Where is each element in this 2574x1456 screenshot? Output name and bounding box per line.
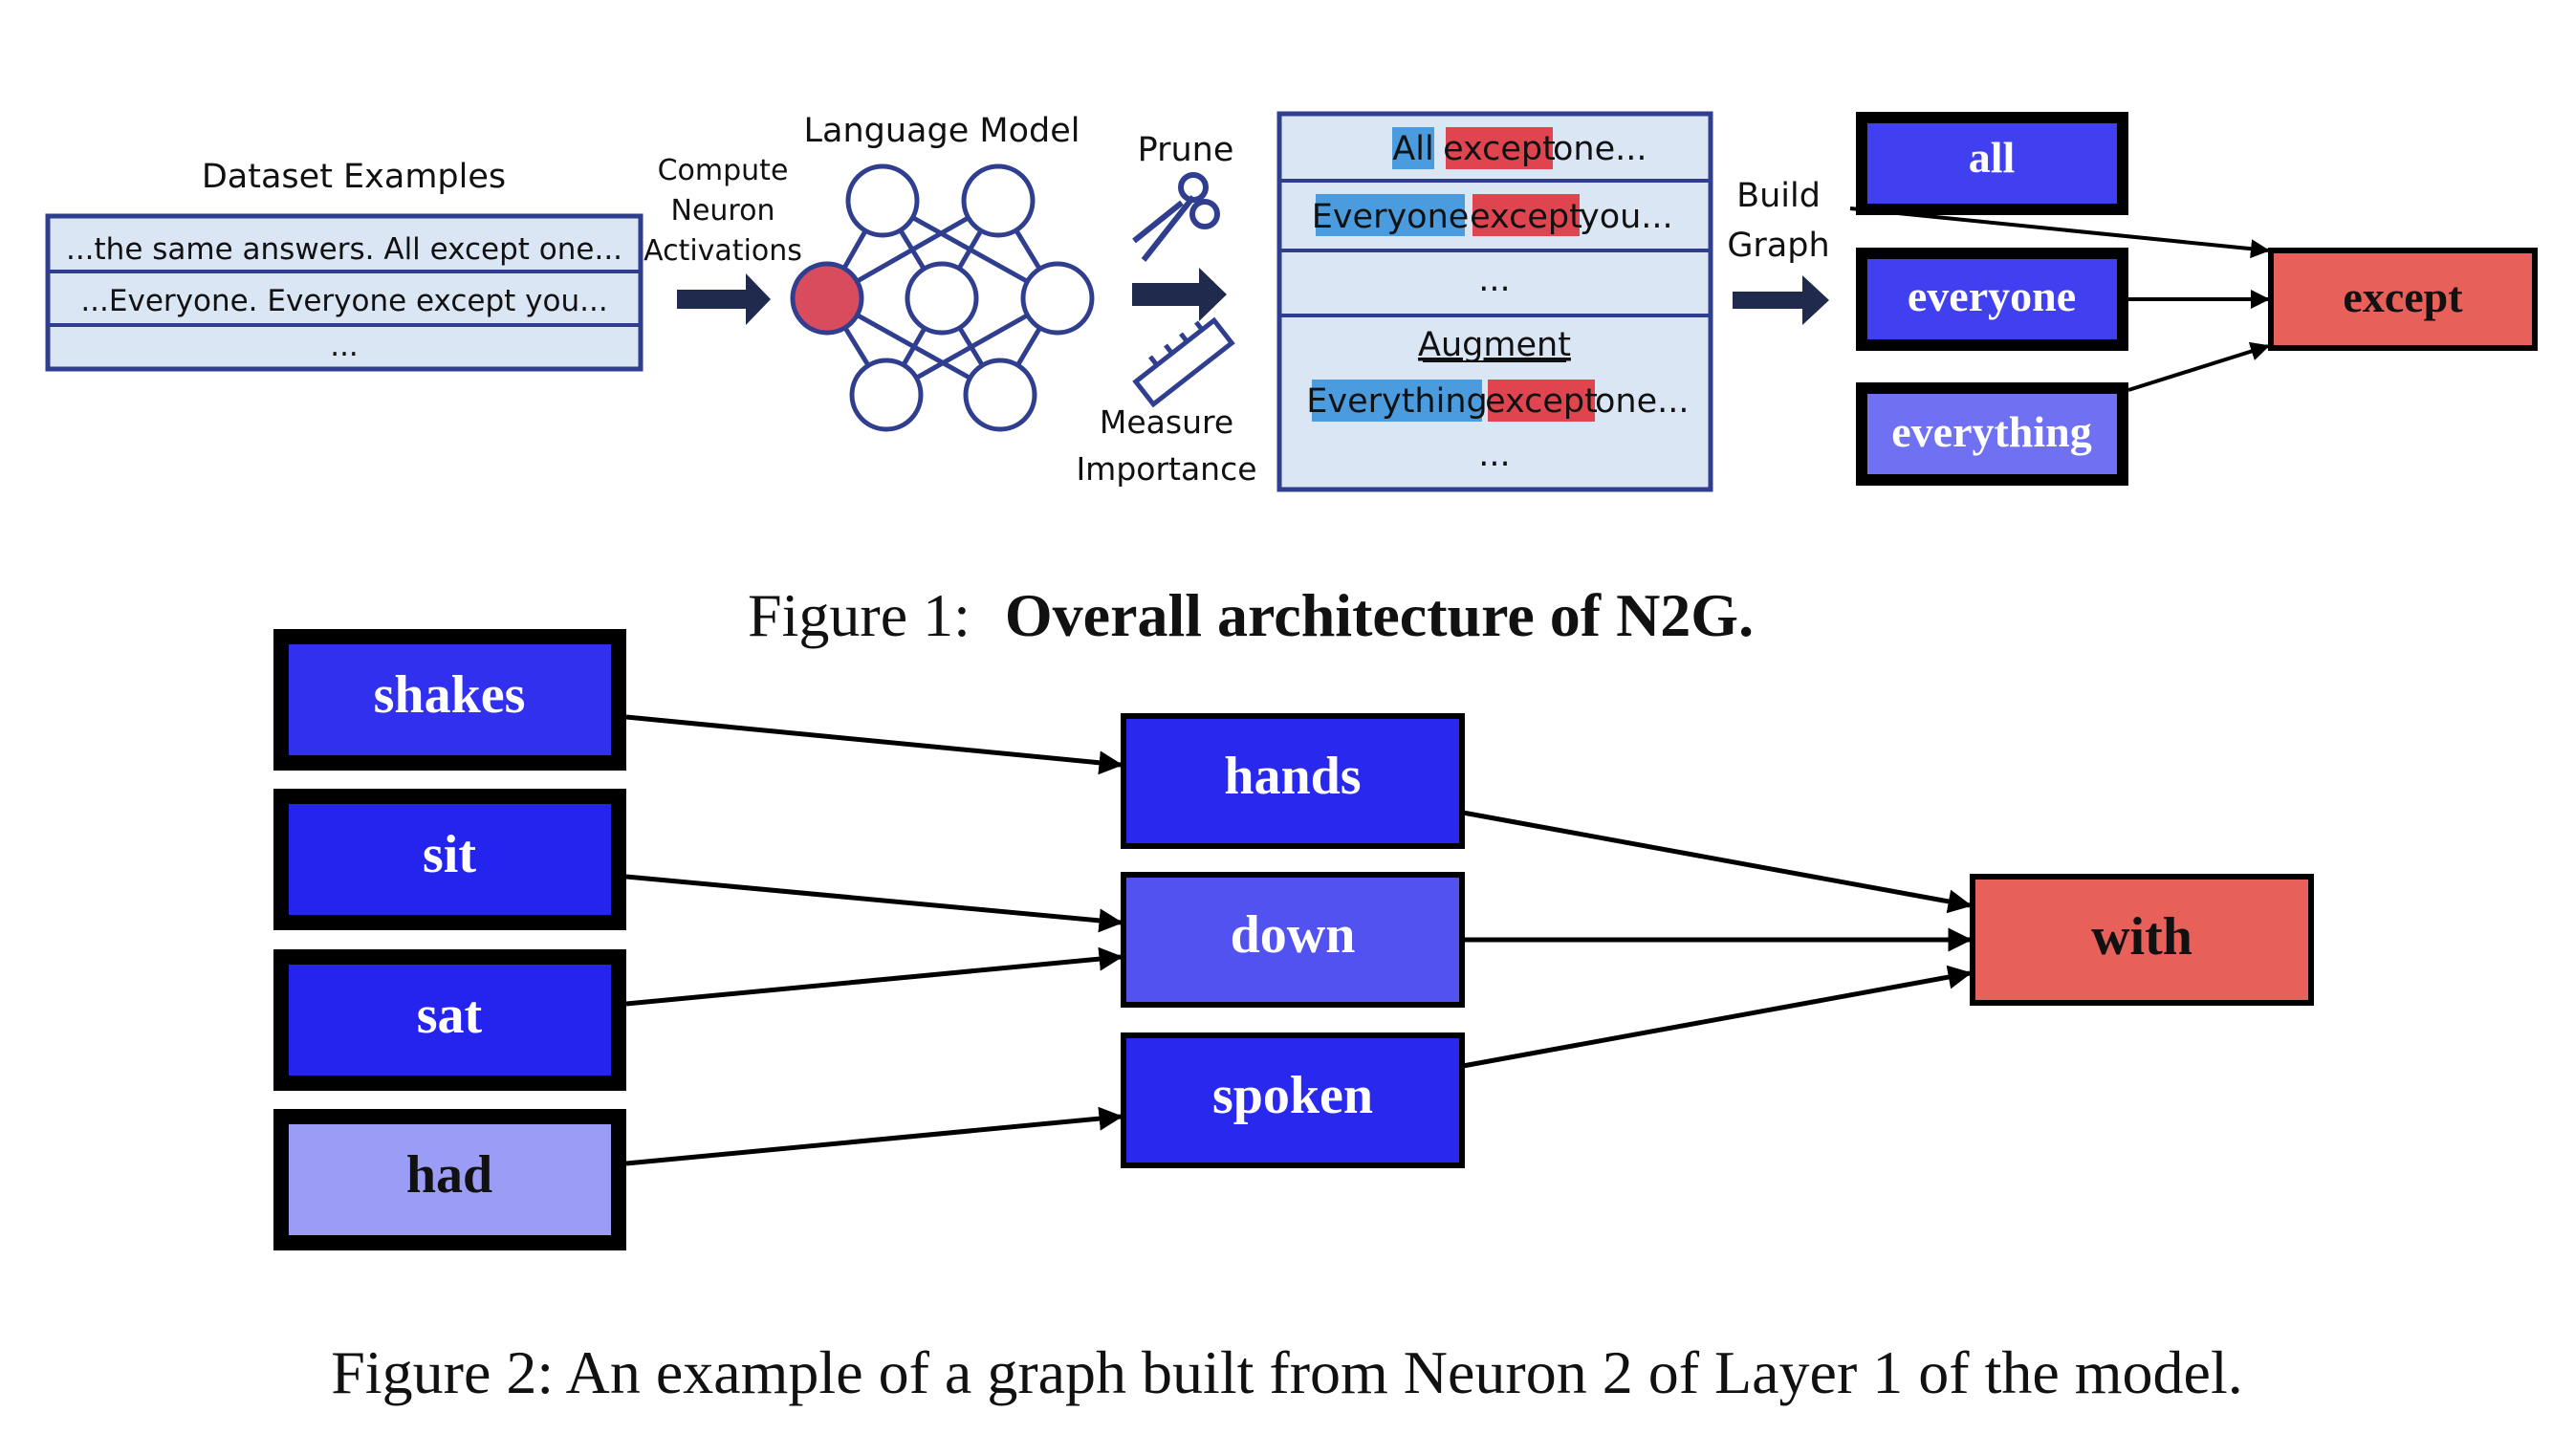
scissors-icon	[1132, 172, 1220, 262]
build-arrow-icon	[1733, 275, 1829, 325]
neural-network-icon	[790, 163, 1095, 432]
compute-label-2: Neuron	[671, 194, 775, 228]
pruned-row-1-token-b: except	[1443, 130, 1556, 168]
node-spoken: spoken	[1121, 1032, 1465, 1168]
node-hands: hands	[1121, 713, 1465, 849]
pruned-examples-box: All except one... Everyone except you...…	[1276, 111, 1713, 492]
build-label-2: Graph	[1727, 227, 1829, 265]
pruned-row-5: ...	[1478, 436, 1510, 474]
compute-label-1: Compute	[658, 154, 789, 187]
pruned-row-1-token-a: All	[1392, 130, 1433, 168]
ruler-icon	[1132, 316, 1235, 408]
node-except-label: except	[2343, 272, 2463, 321]
compute-label-3: Activations	[644, 234, 802, 268]
dataset-examples-box: ...the same answers. All except one... .…	[45, 213, 644, 372]
dataset-row-3: ...	[330, 329, 359, 363]
figure-2-edges	[625, 714, 1973, 1166]
prune-label: Prune	[1138, 131, 1234, 169]
node-down: down	[1121, 872, 1465, 1008]
dataset-row-2: ...Everyone. Everyone except you...	[80, 284, 607, 318]
node-spoken-label: spoken	[1212, 1066, 1373, 1125]
node-shakes-label: shakes	[374, 665, 526, 725]
pruned-row-4-token-a: Everything	[1306, 382, 1488, 421]
pruned-row-3: ...	[1478, 261, 1510, 299]
node-had-label: had	[406, 1145, 492, 1205]
figure-2: shakes sit sat had hands down	[273, 629, 2314, 1406]
node-hands-label: hands	[1224, 747, 1361, 806]
pruned-row-2-rest: you...	[1580, 198, 1673, 236]
measure-label-1: Measure	[1100, 403, 1233, 441]
pruned-row-2-token-b: except	[1470, 198, 1582, 236]
node-sit: sit	[273, 789, 626, 930]
node-with-label: with	[2091, 907, 2192, 967]
node-all-label: all	[1969, 133, 2016, 182]
pruned-row-4-rest: one...	[1595, 382, 1690, 421]
pruned-row-1-rest: one...	[1553, 130, 1647, 168]
figure-2-caption: Figure 2: An example of a graph built fr…	[331, 1338, 2242, 1406]
prune-arrow-icon	[1132, 268, 1227, 321]
node-all: all	[1856, 112, 2128, 215]
augment-title: Augment	[1418, 326, 1571, 364]
figure-1: Dataset Examples ...the same answers. Al…	[45, 111, 2538, 649]
node-everything-label: everything	[1891, 407, 2092, 456]
figure-1-caption: Figure 1: Overall architecture of N2G.	[748, 581, 1754, 649]
node-sit-label: sit	[423, 825, 476, 884]
compute-arrow-icon	[677, 273, 771, 325]
figure-1-caption-bold: Overall architecture of N2G.	[1005, 581, 1754, 649]
node-everyone: everyone	[1856, 248, 2128, 351]
small-graph: all everyone everything except	[1849, 112, 2538, 486]
node-everyone-label: everyone	[1908, 272, 2076, 320]
node-down-label: down	[1231, 905, 1356, 965]
language-model-title: Language Model	[804, 112, 1080, 150]
figure-1-caption-prefix: Figure 1:	[748, 581, 971, 649]
node-sat-label: sat	[417, 986, 483, 1045]
pruned-row-4-token-b: except	[1485, 382, 1598, 421]
node-except: except	[2268, 248, 2538, 351]
node-had: had	[273, 1109, 626, 1250]
node-sat: sat	[273, 949, 626, 1091]
node-shakes: shakes	[273, 629, 626, 771]
pruned-row-2-token-a: Everyone	[1312, 198, 1470, 236]
dataset-title: Dataset Examples	[202, 158, 506, 196]
node-everything: everything	[1856, 382, 2128, 486]
node-with: with	[1970, 874, 2314, 1006]
measure-label-2: Importance	[1076, 450, 1256, 488]
build-label-1: Build	[1736, 177, 1821, 215]
dataset-row-1: ...the same answers. All except one...	[66, 232, 622, 267]
